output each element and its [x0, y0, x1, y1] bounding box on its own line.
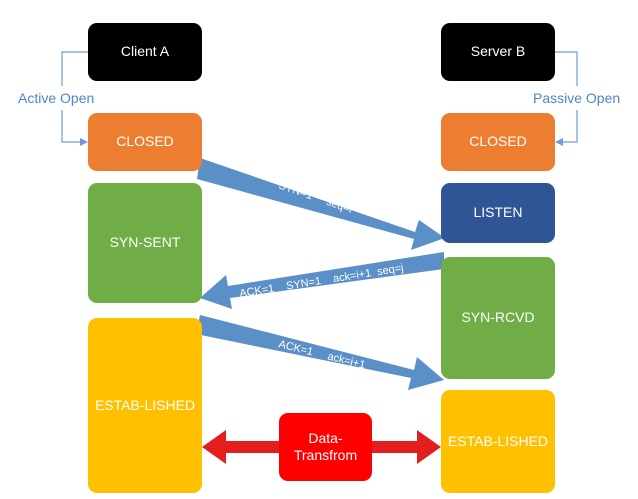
active-open-label: Active Open	[18, 90, 95, 106]
syn-ack-arrow: ACK=1 SYN=1 ack=i+1 seq=j	[200, 252, 444, 309]
server-b-node: Server B	[441, 23, 555, 81]
client-closed-state: CLOSED	[88, 113, 202, 171]
passive-open-arrowhead-icon	[555, 138, 563, 146]
server-established-state: ESTAB-LISHED	[441, 390, 555, 493]
passive-open-label: Passive Open	[533, 90, 621, 106]
client-established-state: ESTAB-LISHED	[88, 318, 202, 493]
active-open-connector-lower	[61, 110, 82, 143]
ack-arrow: ACK=1 ack=j+1	[196, 315, 444, 390]
passive-open-connector	[555, 51, 578, 86]
data-transfer-arrow	[202, 430, 441, 464]
active-open-arrowhead-icon	[80, 138, 88, 146]
client-a-node: Client A	[88, 23, 202, 81]
listen-state: LISTEN	[441, 183, 555, 243]
server-closed-state: CLOSED	[441, 113, 555, 171]
passive-open-connector-lower	[561, 110, 578, 143]
active-open-connector	[61, 51, 88, 86]
syn-sent-state: SYN-SENT	[88, 183, 202, 303]
syn-rcvd-state: SYN-RCVD	[441, 257, 555, 379]
syn-arrow: SYN=1 seq=i	[197, 158, 445, 250]
data-transfer-box: Data- Transfrom	[279, 413, 372, 481]
